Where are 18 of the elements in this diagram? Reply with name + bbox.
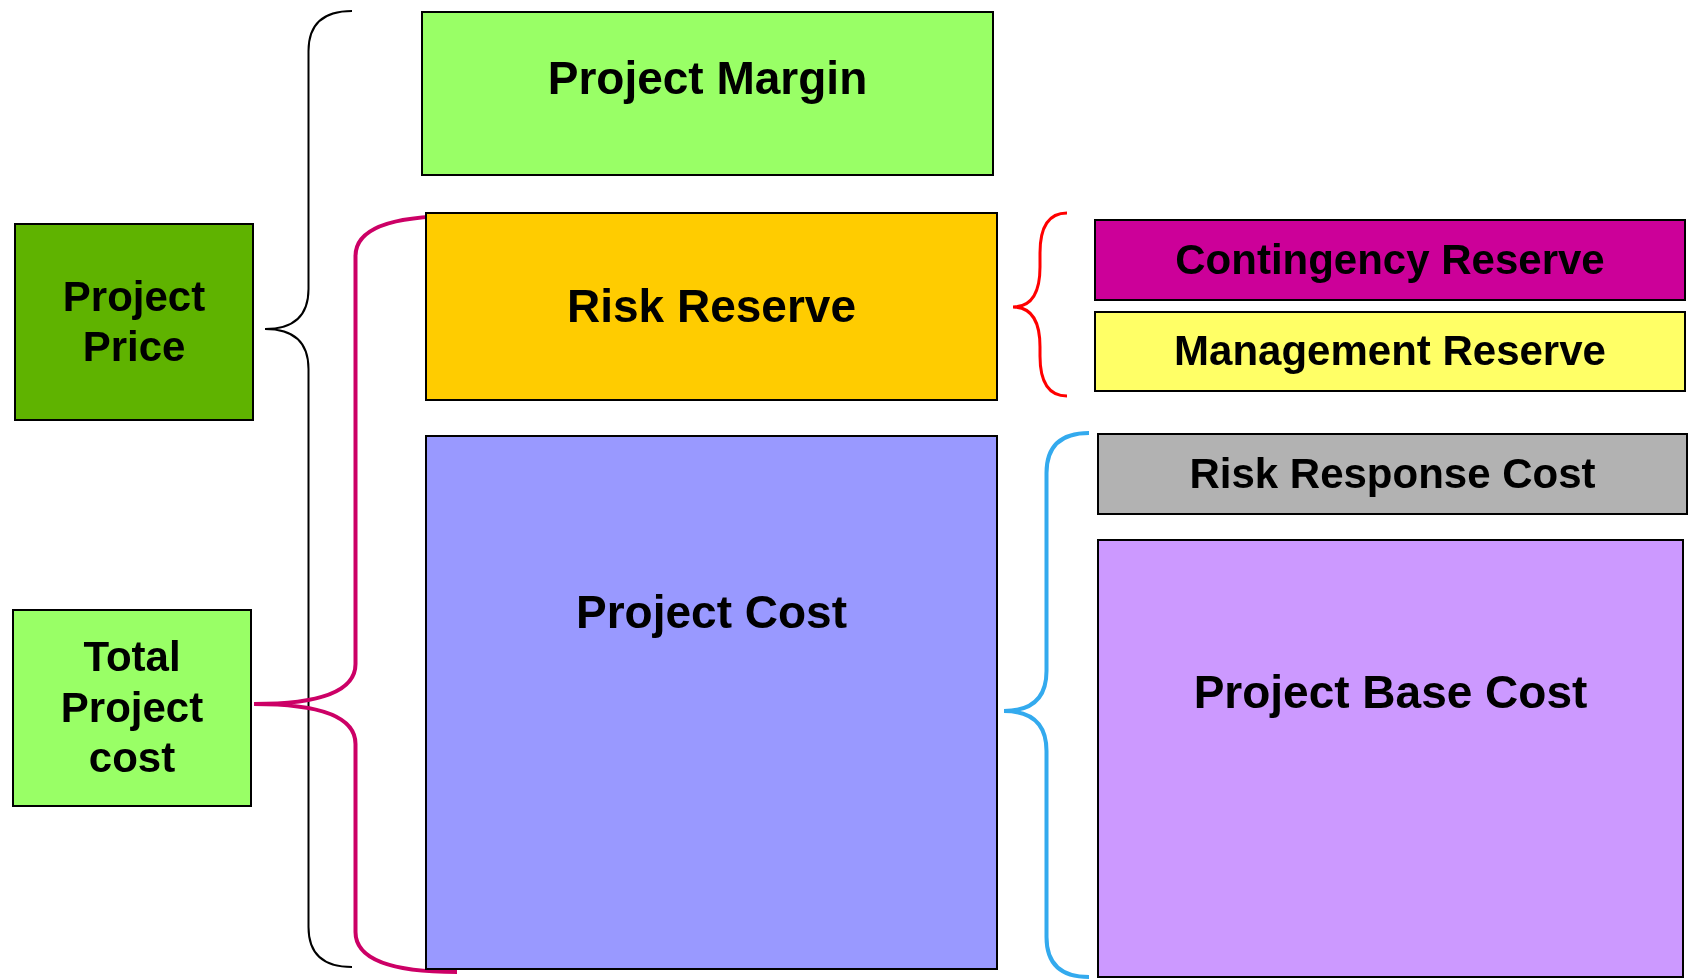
cost-box xyxy=(1097,433,1688,515)
cost-box xyxy=(425,435,998,970)
margin-box xyxy=(421,11,994,176)
reserve-box xyxy=(1094,219,1686,301)
box-label: Risk Response Cost xyxy=(1189,448,1596,499)
box-label: Contingency Reserve xyxy=(1175,234,1605,285)
reserve-box xyxy=(425,212,998,401)
box-label: Project Price xyxy=(61,271,207,372)
total-cost-box xyxy=(12,609,252,807)
box-label: Project Margin xyxy=(547,51,868,106)
price-box xyxy=(14,223,254,421)
box-label: Management Reserve xyxy=(1174,326,1606,377)
cost-box xyxy=(1097,539,1684,978)
box-label: Total Project cost xyxy=(59,632,205,784)
box-label: Project Base Cost xyxy=(1193,665,1588,720)
box-label: Risk Reserve xyxy=(567,278,856,334)
box-label: Project Cost xyxy=(576,585,847,640)
reserve-box xyxy=(1094,311,1686,392)
